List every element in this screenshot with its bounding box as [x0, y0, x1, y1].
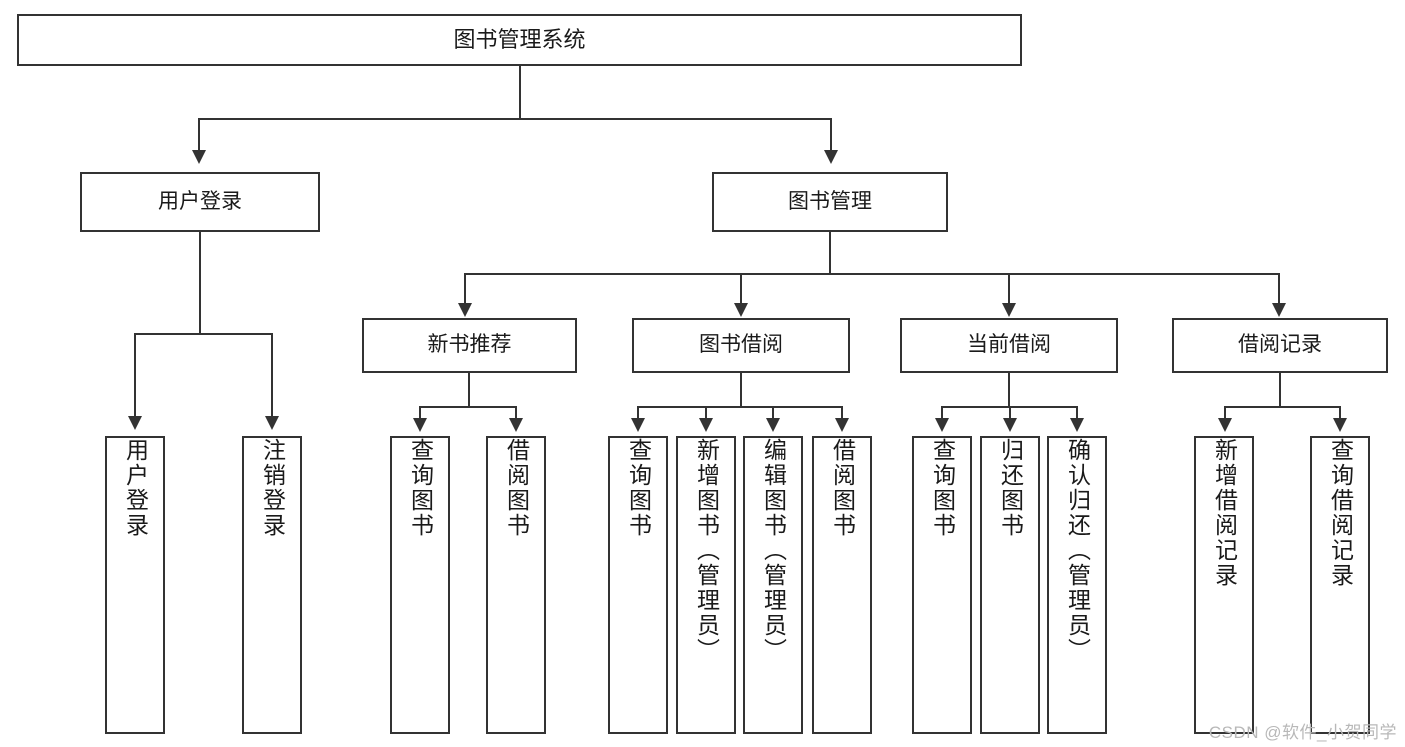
connector-user-login-stem	[199, 232, 201, 334]
node-label: 新增借阅记录	[1211, 438, 1238, 588]
connector-to-current-borrow	[1008, 273, 1010, 305]
node-label: 查询图书	[625, 438, 652, 538]
connector-new-book-drop-2	[515, 406, 517, 420]
connector-user-login-drop-1	[134, 333, 136, 418]
node-label: 编辑图书（管理员）	[760, 438, 787, 663]
node-label: 借阅记录	[1238, 333, 1322, 357]
leaf-new-book-borrow-books[interactable]: 借阅图书	[486, 436, 546, 734]
node-label: 新增图书（管理员）	[693, 438, 720, 663]
node-borrow-record[interactable]: 借阅记录	[1172, 318, 1388, 373]
leaf-user-login-login[interactable]: 用户登录	[105, 436, 165, 734]
connector-book-borrow-bus	[637, 406, 843, 408]
arrowhead-user-login-leaf-2	[265, 416, 279, 430]
node-label: 用户登录	[122, 438, 149, 538]
node-user-login[interactable]: 用户登录	[80, 172, 320, 232]
leaf-current-borrow-confirm-return-admin[interactable]: 确认归还（管理员）	[1047, 436, 1107, 734]
arrowhead-to-new-book-recommend	[458, 303, 472, 317]
arrowhead-book-borrow-leaf-4	[835, 418, 849, 432]
leaf-new-book-query-books[interactable]: 查询图书	[390, 436, 450, 734]
node-label: 借阅图书	[503, 438, 530, 538]
connector-borrow-record-drop-2	[1339, 406, 1341, 420]
node-book-management[interactable]: 图书管理	[712, 172, 948, 232]
connector-level1-bus	[198, 118, 832, 120]
connector-book-borrow-drop-2	[705, 406, 707, 420]
connector-borrow-record-bus	[1224, 406, 1341, 408]
arrowhead-to-borrow-record	[1272, 303, 1286, 317]
connector-to-borrow-record	[1278, 273, 1280, 305]
connector-book-borrow-drop-3	[772, 406, 774, 420]
arrowhead-new-book-leaf-2	[509, 418, 523, 432]
arrowhead-book-borrow-leaf-3	[766, 418, 780, 432]
arrowhead-to-book-management	[824, 150, 838, 164]
node-current-borrow[interactable]: 当前借阅	[900, 318, 1118, 373]
node-label: 用户登录	[158, 189, 242, 213]
leaf-borrow-record-query-record[interactable]: 查询借阅记录	[1310, 436, 1370, 734]
connector-to-book-management	[830, 118, 832, 152]
node-label: 借阅图书	[829, 438, 856, 538]
node-label: 图书管理	[788, 189, 872, 213]
node-label: 图书借阅	[699, 333, 783, 357]
connector-borrow-record-stem	[1279, 373, 1281, 407]
node-label: 图书管理系统	[453, 27, 586, 53]
node-label: 注销登录	[259, 438, 286, 538]
node-new-book-recommend[interactable]: 新书推荐	[362, 318, 577, 373]
arrowhead-to-user-login	[192, 150, 206, 164]
connector-current-borrow-stem	[1008, 373, 1010, 407]
node-label: 确认归还（管理员）	[1064, 438, 1091, 663]
connector-current-borrow-drop-3	[1076, 406, 1078, 420]
connector-new-book-bus	[419, 406, 517, 408]
connector-book-borrow-drop-1	[637, 406, 639, 420]
leaf-book-borrow-edit-book-admin[interactable]: 编辑图书（管理员）	[743, 436, 803, 734]
leaf-user-login-logout[interactable]: 注销登录	[242, 436, 302, 734]
leaf-current-borrow-query-books[interactable]: 查询图书	[912, 436, 972, 734]
connector-to-new-book-recommend	[464, 273, 466, 305]
connector-borrow-record-drop-1	[1224, 406, 1226, 420]
arrowhead-borrow-record-leaf-2	[1333, 418, 1347, 432]
node-label: 查询借阅记录	[1327, 438, 1354, 588]
connector-user-login-drop-2	[271, 333, 273, 418]
node-label: 新书推荐	[427, 333, 512, 357]
node-root-book-management-system[interactable]: 图书管理系统	[17, 14, 1022, 66]
arrowhead-current-borrow-leaf-3	[1070, 418, 1084, 432]
arrowhead-book-borrow-leaf-2	[699, 418, 713, 432]
connector-current-borrow-drop-2	[1009, 406, 1011, 420]
arrowhead-current-borrow-leaf-2	[1003, 418, 1017, 432]
connector-book-borrow-stem	[740, 373, 742, 407]
node-label: 归还图书	[997, 438, 1024, 538]
leaf-borrow-record-add-record[interactable]: 新增借阅记录	[1194, 436, 1254, 734]
connector-book-management-stem	[829, 232, 831, 274]
connector-book-borrow-drop-4	[841, 406, 843, 420]
leaf-book-borrow-query-books[interactable]: 查询图书	[608, 436, 668, 734]
node-book-borrow[interactable]: 图书借阅	[632, 318, 850, 373]
arrowhead-to-book-borrow	[734, 303, 748, 317]
connector-to-book-borrow	[740, 273, 742, 305]
node-label: 查询图书	[929, 438, 956, 538]
arrowhead-to-current-borrow	[1002, 303, 1016, 317]
node-label: 当前借阅	[967, 333, 1051, 357]
leaf-book-borrow-borrow-books[interactable]: 借阅图书	[812, 436, 872, 734]
node-label: 查询图书	[407, 438, 434, 538]
connector-level2-bus	[464, 273, 1280, 275]
connector-new-book-stem	[468, 373, 470, 407]
arrowhead-new-book-leaf-1	[413, 418, 427, 432]
csdn-watermark: CSDN @软件_小贺同学	[1208, 723, 1397, 742]
arrowhead-book-borrow-leaf-1	[631, 418, 645, 432]
leaf-current-borrow-return-books[interactable]: 归还图书	[980, 436, 1040, 734]
leaf-book-borrow-add-book-admin[interactable]: 新增图书（管理员）	[676, 436, 736, 734]
connector-user-login-bus	[134, 333, 272, 335]
arrowhead-borrow-record-leaf-1	[1218, 418, 1232, 432]
connector-root-stem	[519, 66, 521, 119]
arrowhead-current-borrow-leaf-1	[935, 418, 949, 432]
connector-new-book-drop-1	[419, 406, 421, 420]
arrowhead-user-login-leaf-1	[128, 416, 142, 430]
connector-current-borrow-drop-1	[941, 406, 943, 420]
connector-to-user-login	[198, 118, 200, 152]
